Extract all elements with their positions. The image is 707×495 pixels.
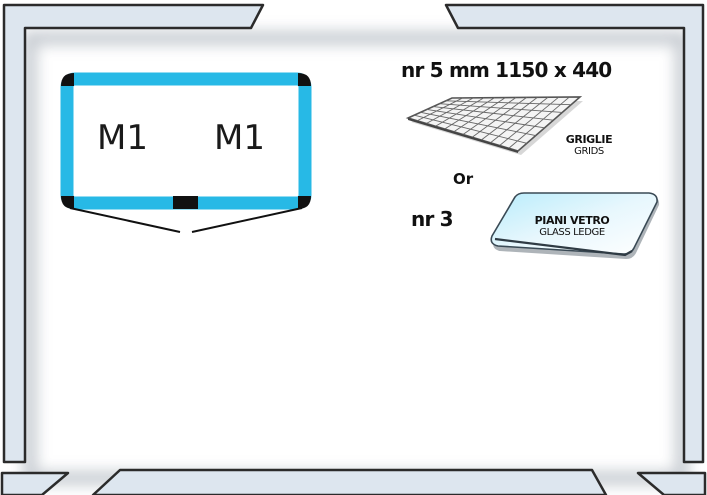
shelf-left-label: M1 [97, 118, 148, 158]
shelf-pointer-lines [69, 207, 303, 233]
frame-top-right-bracket [444, 3, 705, 464]
glass-ledge-illustration [490, 192, 660, 259]
shelf-corner-cap [298, 196, 311, 209]
wire-grid-illustration [405, 96, 583, 155]
frame-bottom-right-corner [636, 471, 707, 495]
shelf-center-connector [173, 196, 198, 209]
or-separator: Or [453, 170, 474, 188]
shelf-corner-cap [61, 196, 74, 209]
shelf-corner-cap [298, 73, 311, 86]
glass-label-italian: PIANI VETRO [534, 214, 610, 227]
glass-label-english: GLASS LEDGE [539, 227, 605, 238]
shelf-corner-cap [61, 73, 74, 86]
glass-quantity-spec: nr 3 [411, 207, 454, 231]
grid-wires [414, 96, 572, 149]
grid-label-italian: GRIGLIE [565, 133, 613, 146]
frame-bottom-left-corner [0, 471, 70, 495]
frame-bottom-shelf [91, 468, 608, 495]
shelf-layout-box [60, 72, 312, 210]
frame-top-left-bracket [2, 3, 265, 464]
grid-label-english: GRIDS [574, 146, 604, 157]
grid-quantity-spec: nr 5 mm 1150 x 440 [401, 58, 612, 82]
glass-label: PIANI VETRO GLASS LEDGE [522, 214, 622, 239]
shelf-right-label: M1 [214, 118, 265, 158]
grid-label: GRIGLIE GRIDS [544, 133, 634, 158]
